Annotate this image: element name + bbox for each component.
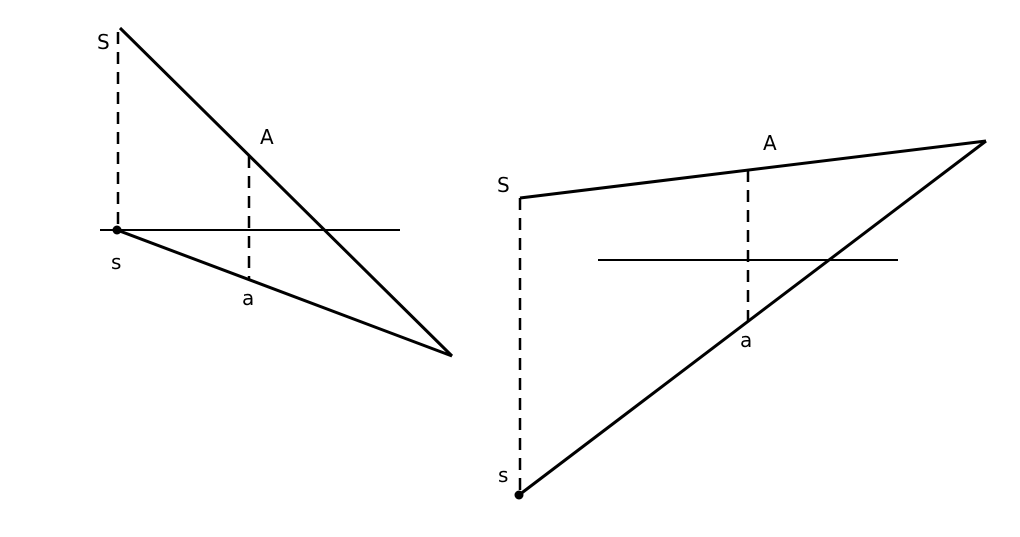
right-label-A: A — [763, 131, 777, 155]
right-label-s: s — [498, 463, 508, 487]
right-point-s — [514, 490, 524, 500]
right-line-sa — [518, 139, 987, 497]
figure-right — [514, 139, 987, 500]
left-line-SA — [118, 26, 454, 358]
left-line-sa — [116, 228, 453, 358]
left-point-s — [112, 225, 122, 235]
right-label-a: a — [740, 328, 752, 352]
left-label-S: S — [97, 30, 110, 54]
right-label-S: S — [497, 173, 510, 197]
left-label-A: A — [260, 125, 274, 149]
right-line-SA — [519, 139, 987, 200]
left-label-s: s — [111, 250, 121, 274]
figure-left — [100, 26, 454, 358]
left-label-a: a — [242, 286, 254, 310]
